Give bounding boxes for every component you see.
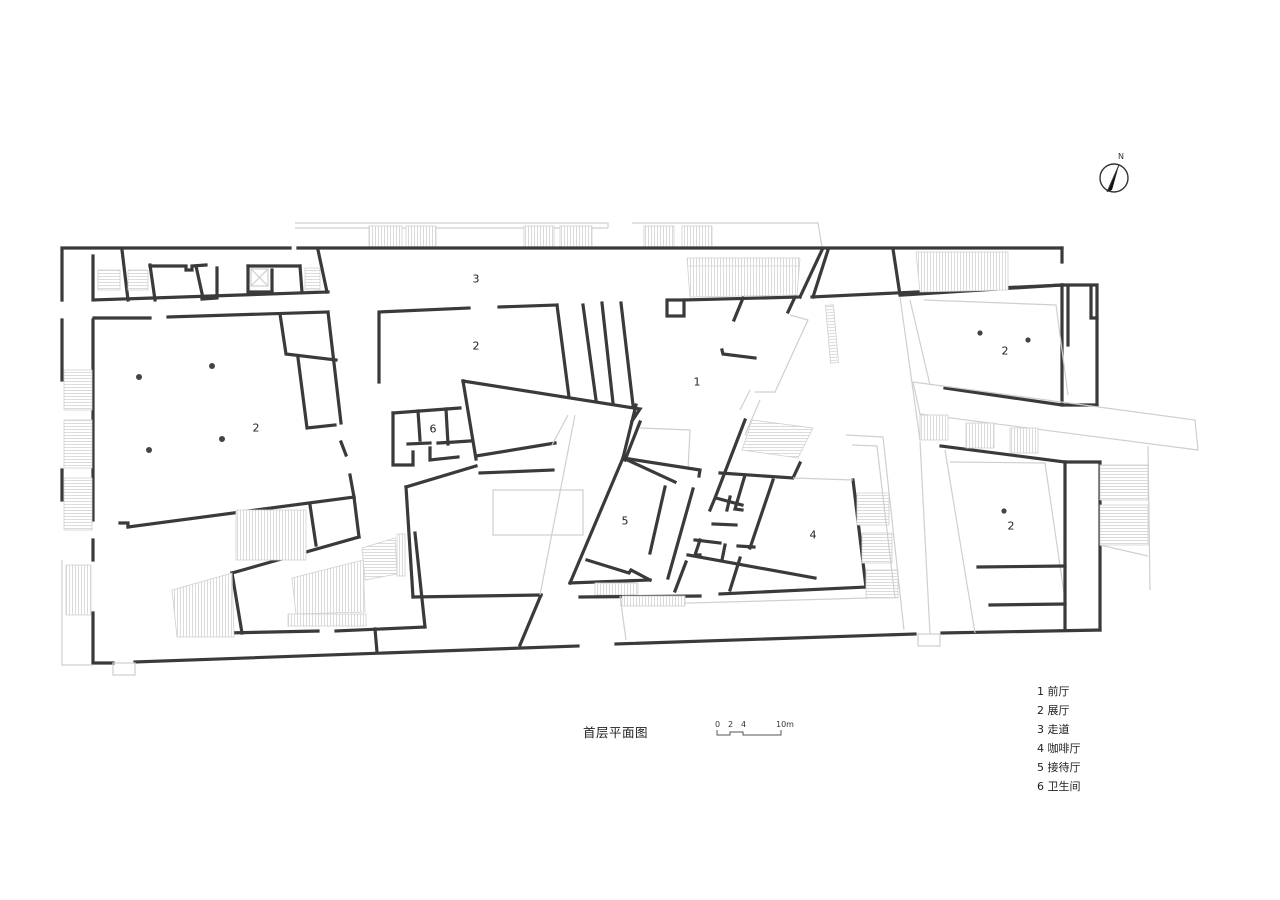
- room-label-3: 3: [472, 272, 480, 286]
- drawing-title: 首层平面图: [583, 725, 649, 740]
- room-label-6: 6: [429, 422, 437, 436]
- north-terrace: [295, 222, 823, 248]
- east-galleries: [909, 251, 1199, 647]
- legend-item-5: 5 接待厅: [1037, 761, 1081, 774]
- compass-north-label: N: [1118, 152, 1124, 161]
- scale-tick-4: 4: [741, 720, 747, 729]
- south-central-room: [404, 485, 544, 648]
- room-label-2-central: 2: [472, 339, 480, 353]
- lobby-guide-lines: [539, 296, 921, 596]
- scale-bar: [716, 730, 782, 736]
- legend-item-4: 4 咖啡厅: [1037, 742, 1081, 755]
- room-label-2-northeast: 2: [1001, 344, 1009, 358]
- nw-service-rooms: [91, 248, 330, 302]
- room-label-1: 1: [693, 375, 701, 389]
- room-legend: 1 前厅 2 展厅 3 走道 4 咖啡厅 5 接待厅 6 卫生间: [1037, 682, 1081, 796]
- scale-tick-0: 0: [715, 720, 721, 729]
- room-label-5: 5: [621, 514, 629, 528]
- room-label-2-southeast: 2: [1007, 519, 1015, 533]
- scale-tick-2: 2: [728, 720, 734, 729]
- sw-auditorium: [171, 509, 427, 654]
- scale-tick-10m: 10m: [776, 720, 794, 729]
- north-arrow-icon: [1099, 163, 1129, 193]
- reception-hall-walls: [567, 403, 702, 596]
- legend-item-1: 1 前厅: [1037, 685, 1070, 698]
- cafe-walls: [578, 417, 905, 641]
- west-stair-strip: [61, 369, 136, 676]
- room-label-2-west: 2: [252, 421, 260, 435]
- wc-rooms: [391, 406, 472, 467]
- west-gallery-walls: [91, 310, 361, 562]
- legend-item-6: 6 卫生间: [1037, 780, 1081, 793]
- legend-item-2: 2 展厅: [1037, 704, 1070, 717]
- legend-item-3: 3 走道: [1037, 723, 1070, 736]
- lobby-walls: [622, 247, 1064, 471]
- room-label-4: 4: [809, 528, 817, 542]
